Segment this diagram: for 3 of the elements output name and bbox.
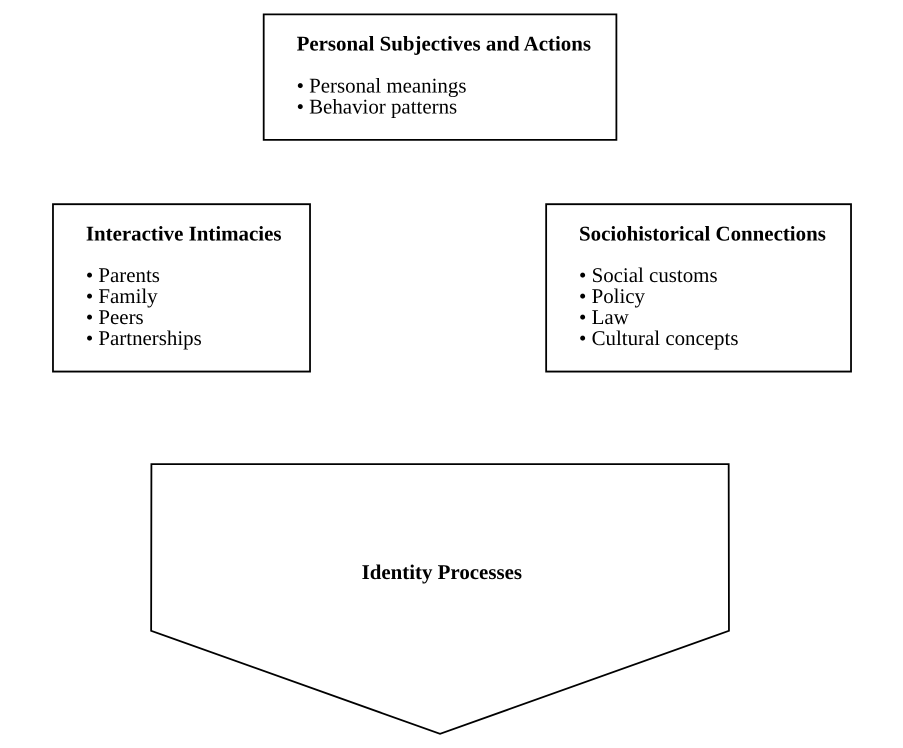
node-box: Interactive Intimacies • Parents • Family • Peers • Partnerships (52, 203, 310, 372)
node-box: Personal Subjectives and Actions • Personal meanings • Behavior patterns (262, 13, 617, 141)
node-box: Sociohistorical Connections • Social customs • Policy • Law • Cultural concepts (544, 203, 852, 372)
